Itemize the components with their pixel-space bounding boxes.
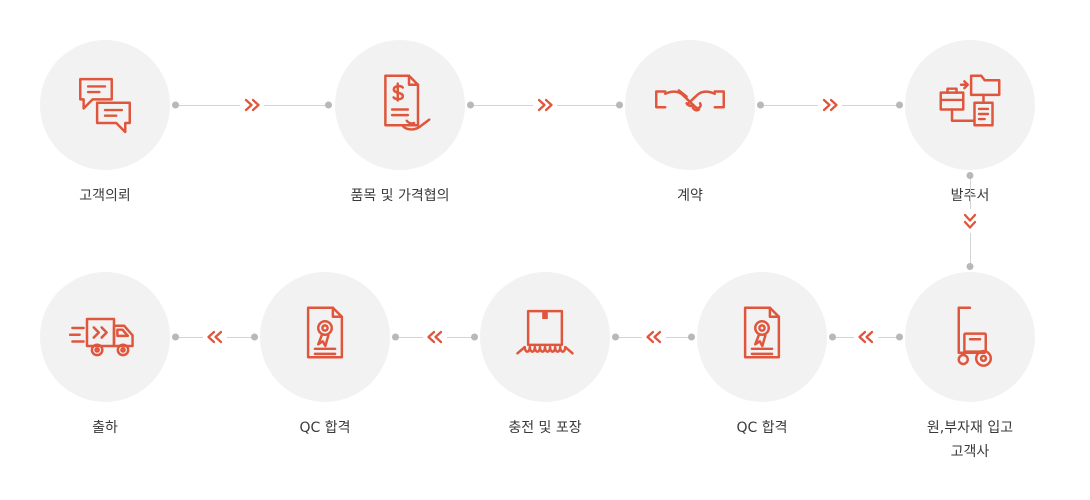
- arrow-right-icon: [818, 98, 842, 112]
- step-circle: [260, 272, 390, 402]
- packing-box-icon: [509, 301, 581, 373]
- step-label: 충전 및 포장: [508, 420, 582, 436]
- step-purchase-order: 발주서: [905, 40, 1035, 204]
- arrow-left-icon: [203, 330, 227, 344]
- step-label: 품목 및 가격협의: [350, 188, 450, 204]
- connector-dot: [757, 101, 764, 109]
- step-circle: [697, 272, 827, 402]
- connector-dot: [471, 333, 478, 341]
- step-circle: [480, 272, 610, 402]
- step-price-negotiation: 품목 및 가격협의: [335, 40, 465, 204]
- chat-bubbles-icon: [69, 69, 141, 141]
- delivery-truck-icon: [69, 301, 141, 373]
- connector-dot: [829, 333, 836, 341]
- connector-dot: [172, 101, 179, 109]
- connector-dot: [392, 333, 399, 341]
- step-contract: 계약: [625, 40, 755, 204]
- step-label: 출하: [92, 420, 118, 436]
- step-circle: [905, 272, 1035, 402]
- connector-dot: [688, 333, 695, 341]
- connector-bottom-3: [392, 330, 478, 344]
- connector-dot: [896, 101, 903, 109]
- step-label: 계약: [677, 188, 703, 204]
- step-label-line1: 원,부자재 입고: [926, 420, 1014, 436]
- connector-top-2: [467, 98, 623, 112]
- connector-bottom-4: [172, 330, 258, 344]
- connector-dot: [172, 333, 179, 341]
- connector-dot: [325, 101, 332, 109]
- arrow-left-icon: [854, 330, 878, 344]
- price-negotiation-icon: [364, 69, 436, 141]
- step-shipment: 출하: [40, 272, 170, 436]
- step-qc-pass-1: QC 합격: [697, 272, 827, 436]
- step-circle: [905, 40, 1035, 170]
- connector-bottom-1: [829, 330, 903, 344]
- qc-certificate-icon: [289, 301, 361, 373]
- arrow-left-icon: [641, 330, 666, 344]
- step-customer-request: 고객의뢰: [40, 40, 170, 204]
- connector-dot: [896, 333, 903, 341]
- arrow-right-icon: [533, 98, 557, 112]
- step-circle: [40, 272, 170, 402]
- connector-dot: [467, 101, 474, 109]
- connector-down: [963, 172, 977, 270]
- handshake-icon: [654, 69, 726, 141]
- step-circle: [625, 40, 755, 170]
- connector-dot: [616, 101, 623, 109]
- purchase-order-icon: [934, 69, 1006, 141]
- step-material-receiving: 원,부자재 입고 고객사: [905, 272, 1035, 460]
- step-label-line2: 고객사: [950, 443, 990, 460]
- connector-dot: [612, 333, 619, 341]
- connector-top-3: [757, 98, 903, 112]
- connector-dot: [966, 172, 974, 179]
- arrow-left-icon: [423, 330, 447, 344]
- step-label: QC 합격: [736, 420, 788, 436]
- connector-bottom-2: [612, 330, 695, 344]
- step-circle: [335, 40, 465, 170]
- connector-dot: [251, 333, 258, 341]
- connector-dot: [966, 263, 974, 270]
- hand-truck-icon: [934, 301, 1006, 373]
- step-filling-packaging: 충전 및 포장: [480, 272, 610, 436]
- connector-top-1: [172, 98, 332, 112]
- qc-certificate-icon: [726, 301, 798, 373]
- step-circle: [40, 40, 170, 170]
- arrow-right-icon: [240, 98, 264, 112]
- step-label: 원,부자재 입고 고객사: [927, 417, 1013, 465]
- step-label: 고객의뢰: [79, 188, 131, 204]
- step-label: QC 합격: [299, 420, 351, 436]
- step-qc-pass-2: QC 합격: [260, 272, 390, 436]
- arrow-down-icon: [963, 209, 977, 233]
